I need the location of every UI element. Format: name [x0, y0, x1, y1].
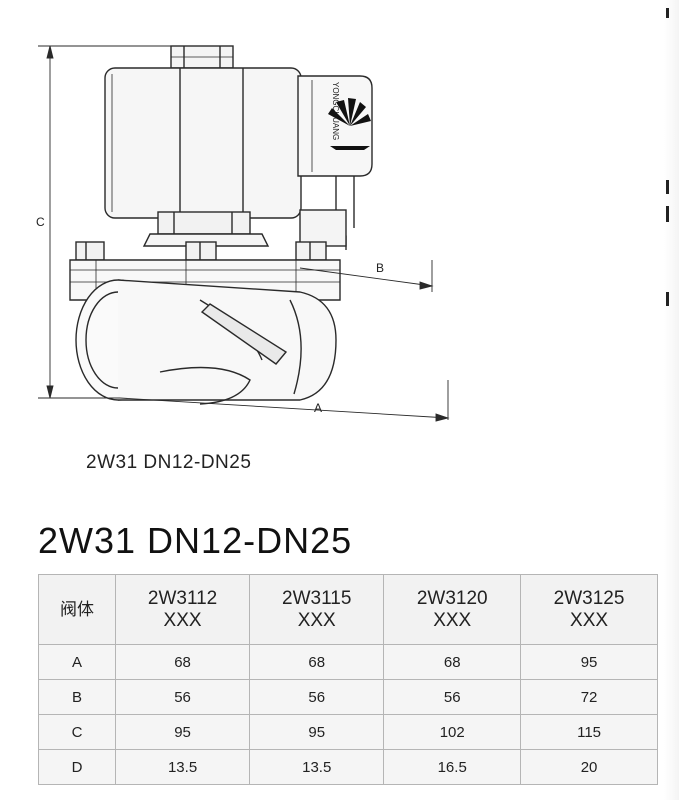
table-row: B 56 56 56 72 [38, 679, 658, 715]
table-cell: 13.5 [114, 749, 251, 785]
table-row: A 68 68 68 95 [38, 644, 658, 680]
table-cell: 95 [520, 644, 658, 680]
table-cell: 68 [114, 644, 251, 680]
model-code: 2W3125 [553, 587, 625, 609]
table-cell: 56 [383, 679, 522, 715]
table-cell: 72 [520, 679, 658, 715]
model-code: 2W3112 [147, 587, 218, 609]
valve-coil-body [104, 67, 302, 219]
table-cell: 102 [383, 714, 522, 750]
valve-bolts [75, 241, 327, 261]
model-suffix: XXX [163, 609, 202, 631]
valve-stem [142, 211, 270, 247]
solenoid-valve-drawing: YONGCHUANG [36, 45, 450, 422]
model-header: 2W3115 XXX [249, 574, 385, 645]
model-header: 2W3112 XXX [114, 574, 251, 645]
model-header: 2W3120 XXX [383, 574, 522, 645]
edge-mark [666, 180, 669, 194]
table-cell: 20 [520, 749, 658, 785]
valve-body [75, 279, 337, 405]
model-header: 2W3125 XXX [520, 574, 658, 645]
model-code: 2W3120 [416, 587, 488, 609]
section-title: 2W31 DN12-DN25 [38, 520, 353, 561]
table-cell: 95 [249, 714, 385, 750]
valve-top-nut [170, 45, 234, 69]
table-row: D 13.5 13.5 16.5 20 [38, 749, 658, 785]
row-label: A [38, 644, 116, 680]
table-cell: 115 [520, 714, 658, 750]
table-cell: 56 [114, 679, 251, 715]
dimension-label-c: C [36, 215, 45, 229]
dimension-label-a: A [314, 401, 322, 415]
edge-mark [666, 206, 669, 222]
table-cell: 13.5 [249, 749, 385, 785]
brand-logo-icon [328, 98, 371, 150]
dimension-label-b: B [376, 261, 384, 275]
dimension-lines [38, 45, 450, 422]
model-suffix: XXX [570, 609, 609, 631]
edge-mark [666, 292, 669, 306]
row-label: D [38, 749, 116, 785]
coil-brand-text: YONGCHUANG [331, 82, 340, 140]
table-corner-label: 阀体 [38, 574, 116, 645]
table-cell: 16.5 [383, 749, 522, 785]
model-suffix: XXX [433, 609, 472, 631]
table-header-row: 阀体 2W3112 XXX 2W3115 XXX 2W3120 XXX 2W31… [38, 574, 658, 645]
table-row: C 95 95 102 115 [38, 714, 658, 750]
edge-mark [666, 8, 669, 18]
row-label: C [38, 714, 116, 750]
table-cell: 56 [249, 679, 385, 715]
table-cell: 68 [249, 644, 385, 680]
row-label: B [38, 679, 116, 715]
model-suffix: XXX [297, 609, 336, 631]
spec-table: 阀体 2W3112 XXX 2W3115 XXX 2W3120 XXX 2W31… [38, 574, 658, 785]
figure-caption: 2W31 DN12-DN25 [86, 452, 252, 473]
page-edge-shadow [664, 0, 679, 800]
table-cell: 95 [114, 714, 251, 750]
model-code: 2W3115 [282, 587, 352, 609]
table-cell: 68 [383, 644, 522, 680]
